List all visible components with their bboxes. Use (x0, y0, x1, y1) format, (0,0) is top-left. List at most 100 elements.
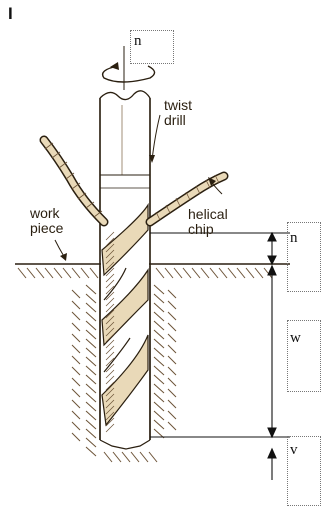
hatch-stroke (86, 339, 96, 348)
hatch-stroke (246, 268, 254, 278)
hatch-stroke (154, 312, 164, 321)
panel-letter: I (8, 4, 13, 24)
hatch-stroke (86, 402, 96, 411)
hatch-stroke (45, 268, 53, 278)
top-dim-symbol: n (290, 230, 298, 247)
middle-dim-symbol: w (290, 330, 301, 347)
hatch-stroke (131, 452, 139, 462)
hatch-stroke (168, 389, 176, 397)
hatch-stroke (72, 323, 80, 331)
helical-chip-label-line1: helical (188, 207, 228, 222)
bottom-dim-symbol: v (290, 442, 298, 459)
hatch-stroke (86, 294, 96, 303)
hatch-stroke (90, 268, 98, 278)
hatch-stroke (183, 268, 191, 278)
hatch-stroke (154, 366, 164, 375)
hatch-stroke (86, 312, 96, 321)
hatch-stroke (168, 356, 176, 364)
hatch-stroke (154, 321, 164, 330)
hatch-stroke (168, 367, 176, 375)
hatch-stroke (154, 357, 164, 366)
hatch-stroke (72, 312, 80, 320)
hatch-stroke (168, 378, 176, 386)
hatch-stroke (168, 400, 176, 408)
rotation-arrow (103, 66, 155, 82)
hatch-stroke (63, 268, 71, 278)
hatch-stroke (72, 356, 80, 364)
hole-bottom (100, 440, 150, 449)
hatch-stroke (72, 433, 80, 441)
hatch-stroke (81, 268, 89, 278)
hatch-stroke (154, 303, 164, 312)
hatch-stroke (72, 301, 80, 309)
hatch-stroke (104, 452, 112, 462)
hatch-stroke (165, 268, 173, 278)
hatch-stroke (154, 420, 164, 429)
hatch-stroke (168, 411, 176, 419)
hatch-stroke (154, 285, 164, 294)
hatch-stroke (219, 268, 227, 278)
hatch-stroke (72, 378, 80, 386)
hatch-stroke (168, 334, 176, 342)
hatch-stroke (228, 268, 236, 278)
hatch-stroke (113, 452, 121, 462)
hatch-stroke (86, 375, 96, 384)
hatch-stroke (154, 402, 164, 411)
hatch-stroke (122, 452, 130, 462)
hatch-stroke (192, 268, 200, 278)
hatch-stroke (86, 348, 96, 357)
helical-chip-label: helical chip (188, 207, 228, 237)
hatch-stroke (149, 452, 157, 462)
hatch-stroke (86, 420, 96, 429)
hatch-stroke (86, 384, 96, 393)
work-piece-label: work piece (30, 206, 63, 236)
hatch-stroke (54, 268, 62, 278)
hatch-stroke (154, 339, 164, 348)
hatch-stroke (168, 290, 176, 298)
hatch-stroke (86, 438, 96, 447)
hatch-stroke (72, 389, 80, 397)
hatch-stroke (86, 321, 96, 330)
hatch-stroke (86, 429, 96, 438)
helical-chip-label-line2: chip (188, 222, 228, 237)
hatch-stroke (237, 268, 245, 278)
hatch-stroke (72, 290, 80, 298)
hatch-stroke (168, 301, 176, 309)
hatch-stroke (72, 411, 80, 419)
hatch-stroke (86, 393, 96, 402)
hatch-stroke (168, 345, 176, 353)
hatch-stroke (210, 268, 218, 278)
work-piece-label-line2: piece (30, 221, 63, 236)
hatch-stroke (154, 330, 164, 339)
rotation-symbol: n (134, 33, 142, 50)
hatch-stroke (86, 366, 96, 375)
twist-drill-label: twist drill (164, 98, 192, 128)
twist-drill-leader (152, 115, 160, 160)
hatch-stroke (154, 393, 164, 402)
hatch-stroke (168, 422, 176, 430)
hatch-stroke (255, 268, 263, 278)
hatch-stroke (72, 367, 80, 375)
hatch-stroke (174, 268, 182, 278)
hatch-stroke (86, 411, 96, 420)
hatch-stroke (154, 294, 164, 303)
hatch-stroke (36, 268, 44, 278)
hatch-stroke (86, 330, 96, 339)
hatch-stroke (154, 375, 164, 384)
hatch-stroke (86, 357, 96, 366)
hatch-stroke (72, 334, 80, 342)
hatch-stroke (86, 285, 96, 294)
work-piece-label-line1: work (30, 206, 63, 221)
hatch-stroke (201, 268, 209, 278)
workpiece-hatching-left (18, 268, 98, 456)
hatch-stroke (27, 268, 35, 278)
twist-drill-label-line2: drill (164, 113, 192, 128)
hatch-stroke (168, 312, 176, 320)
hatch-stroke (72, 345, 80, 353)
hatch-stroke (72, 422, 80, 430)
hatch-stroke (156, 268, 164, 278)
hatch-stroke (154, 348, 164, 357)
hatch-stroke (18, 268, 26, 278)
